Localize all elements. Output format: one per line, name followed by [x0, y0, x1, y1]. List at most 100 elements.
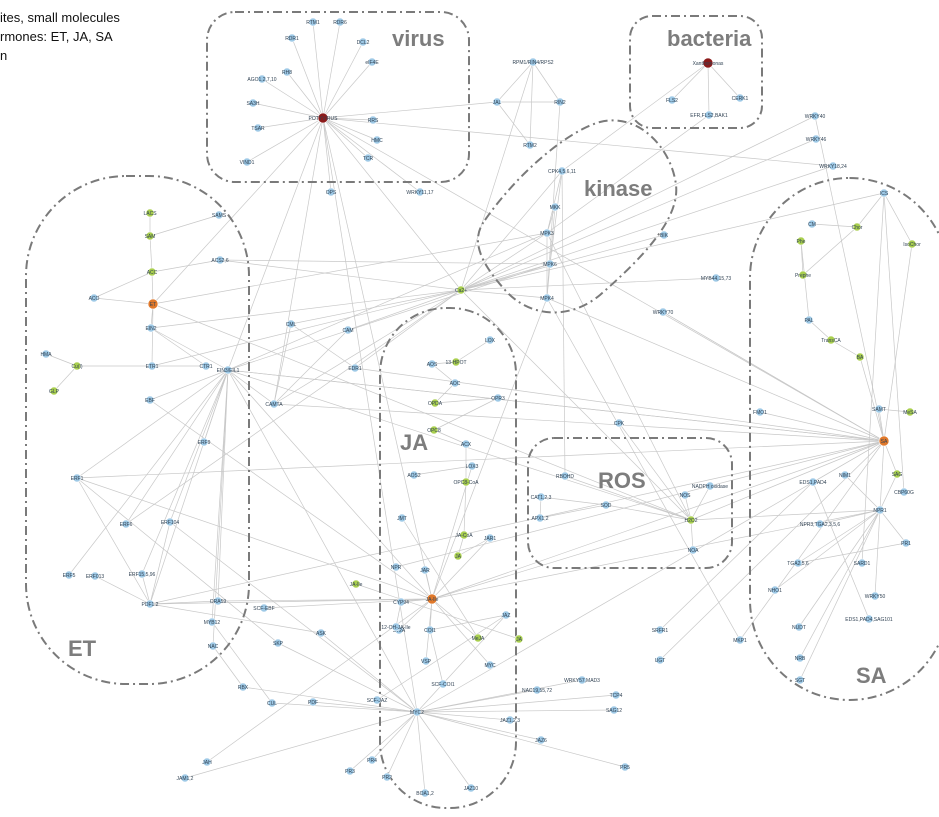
edge-sgt-sag [799, 473, 898, 681]
node-label-opccoa: OPC8-CoA [453, 480, 479, 486]
node-label-nho1: NHO1 [768, 588, 782, 594]
edge-myc2-misc3 [271, 702, 418, 713]
node-marker-misc6 [259, 603, 269, 613]
node-marker-isochor [907, 239, 917, 249]
edge-ja_hub-pdf12 [149, 598, 433, 605]
node-marker-pathogen_hub [317, 112, 329, 124]
node-rbohd: RBOHD [556, 471, 574, 481]
edge-hm-cu [45, 353, 78, 367]
edge-sod-ros_hub [605, 504, 692, 521]
node-label-ahl: 13-HPOT [445, 360, 466, 366]
edge-ca-camt [273, 289, 462, 405]
node-jmt: JMT [397, 513, 407, 523]
node-marker-jaz10 [466, 783, 476, 793]
edge-aos-aoc [431, 363, 456, 384]
edge-pal-cinn [808, 319, 832, 341]
node-marker-eif4e [367, 57, 377, 67]
node-marker-glp [49, 386, 59, 396]
node-rin2: RIN2 [554, 97, 566, 107]
node-label-bzip: BOA1,2 [416, 791, 434, 797]
edge-sam-acc [149, 235, 153, 273]
node-label-ja_coa: JA-CoA [455, 533, 473, 539]
node-aco: ACO [89, 293, 100, 303]
node-label-samd: SAMS [212, 213, 227, 219]
edge-ein3-ros_hub [227, 369, 692, 521]
edge-npr1-pr1 [879, 509, 907, 544]
node-marker-misc7 [372, 695, 382, 705]
node-marker-cam [343, 325, 353, 335]
node-marker-ahl [451, 357, 461, 367]
node-misc19: 12-OH-JA-Ile [381, 622, 411, 632]
edge-pathogen_hub-ago1 [261, 78, 324, 119]
edge-myc2-nac19 [416, 689, 538, 713]
node-ca: Ca2+ [455, 285, 467, 295]
node-marker-sgt [795, 675, 805, 685]
node-marker-nho1 [770, 585, 780, 595]
edge-mpk4-ca [460, 289, 548, 299]
node-sa_hub: SA [878, 435, 890, 447]
node-marker-opr3 [493, 393, 503, 403]
node-label-misc11: PR2 [382, 775, 392, 781]
node-label-pathogen_hub: POTYVIRUS [309, 116, 339, 122]
node-label-jaz10: JAZ10 [464, 786, 479, 792]
node-label-nac19: NAC19,55,72 [522, 688, 552, 694]
edge-cpk-rbohd [561, 170, 566, 477]
group-label-ros: ROS [598, 468, 646, 493]
node-marker-nadph [705, 481, 715, 491]
group-box-virus [206, 11, 470, 183]
node-label-misc6: SCF-EBF [253, 606, 274, 612]
node-label-misc1: ASK [316, 631, 327, 637]
node-jaz6: JAZ6 [535, 735, 547, 745]
node-cm: CM [807, 219, 817, 229]
node-label-jaz1: JAZ1,2,3 [500, 718, 520, 724]
node-marker-ja_node [453, 551, 463, 561]
node-jar1: JAR1 [484, 533, 496, 543]
node-label-eif4e: eIF4E [365, 60, 379, 66]
node-label-mpk6: MPK6 [543, 262, 557, 268]
edge-pathogen_hub-vind1 [246, 117, 324, 163]
edge-wrky50-npr1 [874, 509, 881, 597]
node-label-misc7: SCF-JAZ [367, 698, 388, 704]
node-acs: ACS2,6 [211, 255, 229, 265]
node-cerk: CERK1 [732, 93, 749, 103]
edge-nudt-npr1 [798, 509, 881, 628]
edge-wrky40-ca [460, 115, 816, 291]
edge-cu-glp [53, 365, 78, 392]
edge-aco-et_hub [93, 297, 154, 305]
edge-pathogen_hub-ops [322, 117, 332, 193]
node-label-lox3: LOX3 [466, 464, 479, 470]
edge-nda-ros_hub [690, 519, 694, 551]
node-marker-nda [688, 545, 698, 555]
node-marker-misc20 [473, 633, 483, 643]
node-label-tga2: TGA2,5,6 [787, 561, 809, 567]
node-label-wrky1117: WRKY11,17 [406, 190, 433, 196]
node-marker-pdf12 [145, 599, 155, 609]
node-label-rpm1: RPM1/RIN4/RPS2 [512, 60, 553, 66]
node-wrky50: WRKY50 [865, 591, 885, 601]
edge-aco-acc [93, 271, 153, 299]
node-tcr: TCR [363, 153, 374, 163]
edge-mpk3-ein3 [227, 232, 548, 371]
edge-ros_hub-ja_hub [431, 519, 692, 600]
edge-rpm1-rin2 [532, 61, 561, 103]
node-nda: NOA [688, 545, 699, 555]
node-label-misc2: RBX [238, 685, 249, 691]
node-marker-erf9 [199, 437, 209, 447]
edge-bact_hub-fls2 [671, 62, 709, 101]
node-marker-cbp60 [899, 487, 909, 497]
node-marker-nim1 [840, 470, 850, 480]
node-marker-jaz [501, 610, 511, 620]
node-marker-nos [680, 490, 690, 500]
edge-nim1-npr1 [844, 474, 881, 511]
node-marker-misc3 [267, 698, 277, 708]
node-label-pdf12: PDF1.2 [142, 602, 159, 608]
node-pal: PAL [804, 315, 814, 325]
node-ug: UGT [655, 655, 665, 665]
edge-samt-mesa [878, 408, 911, 413]
node-marker-jah [202, 757, 212, 767]
edge-ctr-ein2 [150, 327, 207, 367]
node-marker-ics [879, 188, 889, 198]
node-label-jah: JAH [202, 760, 212, 766]
